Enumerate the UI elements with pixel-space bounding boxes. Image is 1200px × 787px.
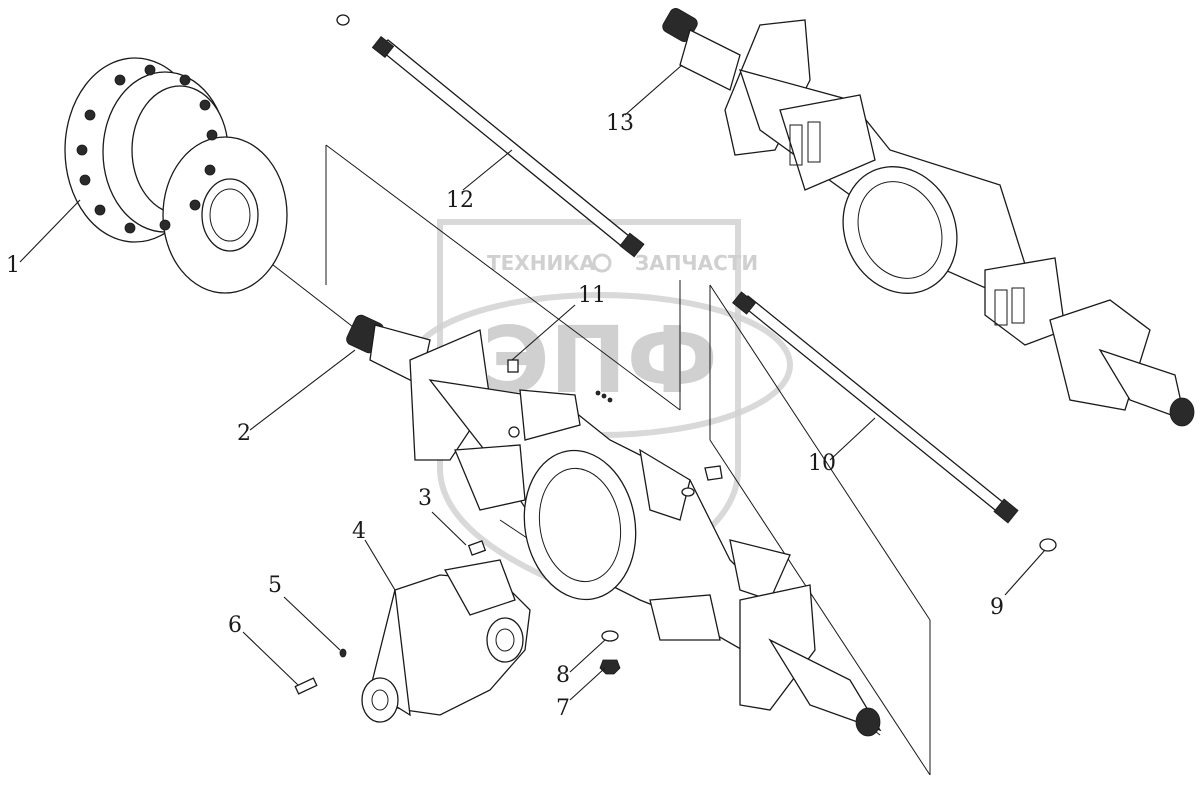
dowel-pin — [467, 540, 487, 556]
breather-plug — [507, 359, 519, 373]
callout-9: 9 — [990, 595, 1004, 620]
callout-7: 7 — [556, 696, 570, 721]
half-shaft-upper — [336, 14, 645, 258]
watermark-text-right: ЗАПЧАСТИ — [635, 251, 758, 275]
filler-plug — [704, 465, 723, 481]
main-reducer — [361, 559, 531, 723]
wheel-hub-assembly — [64, 57, 288, 294]
callout-labels: 1 2 3 4 5 6 7 8 9 10 11 12 13 — [6, 111, 1004, 721]
callout-11: 11 — [578, 283, 606, 308]
callout-2: 2 — [237, 421, 251, 446]
spring-washer — [339, 648, 347, 658]
axle-housing-main — [346, 314, 882, 737]
callout-4: 4 — [352, 519, 366, 544]
gear-icon — [592, 253, 612, 273]
callout-5: 5 — [268, 573, 282, 598]
callout-12: 12 — [446, 188, 474, 213]
half-shaft-lower — [732, 291, 1057, 552]
callout-1: 1 — [6, 253, 20, 278]
callout-13: 13 — [606, 111, 634, 136]
filler-washer — [681, 487, 695, 497]
callout-3: 3 — [418, 486, 432, 511]
fasteners — [294, 648, 347, 695]
watermark-text-left: ТЕХНИКА — [487, 251, 596, 275]
washer — [601, 630, 619, 642]
callout-10: 10 — [808, 451, 836, 476]
drain-plug — [599, 659, 621, 675]
small-parts — [467, 359, 723, 675]
callout-6: 6 — [228, 613, 242, 638]
axle-housing-upper — [662, 8, 1195, 427]
callout-8: 8 — [556, 663, 570, 688]
bolt — [294, 677, 318, 695]
leader-lines — [19, 64, 1046, 701]
